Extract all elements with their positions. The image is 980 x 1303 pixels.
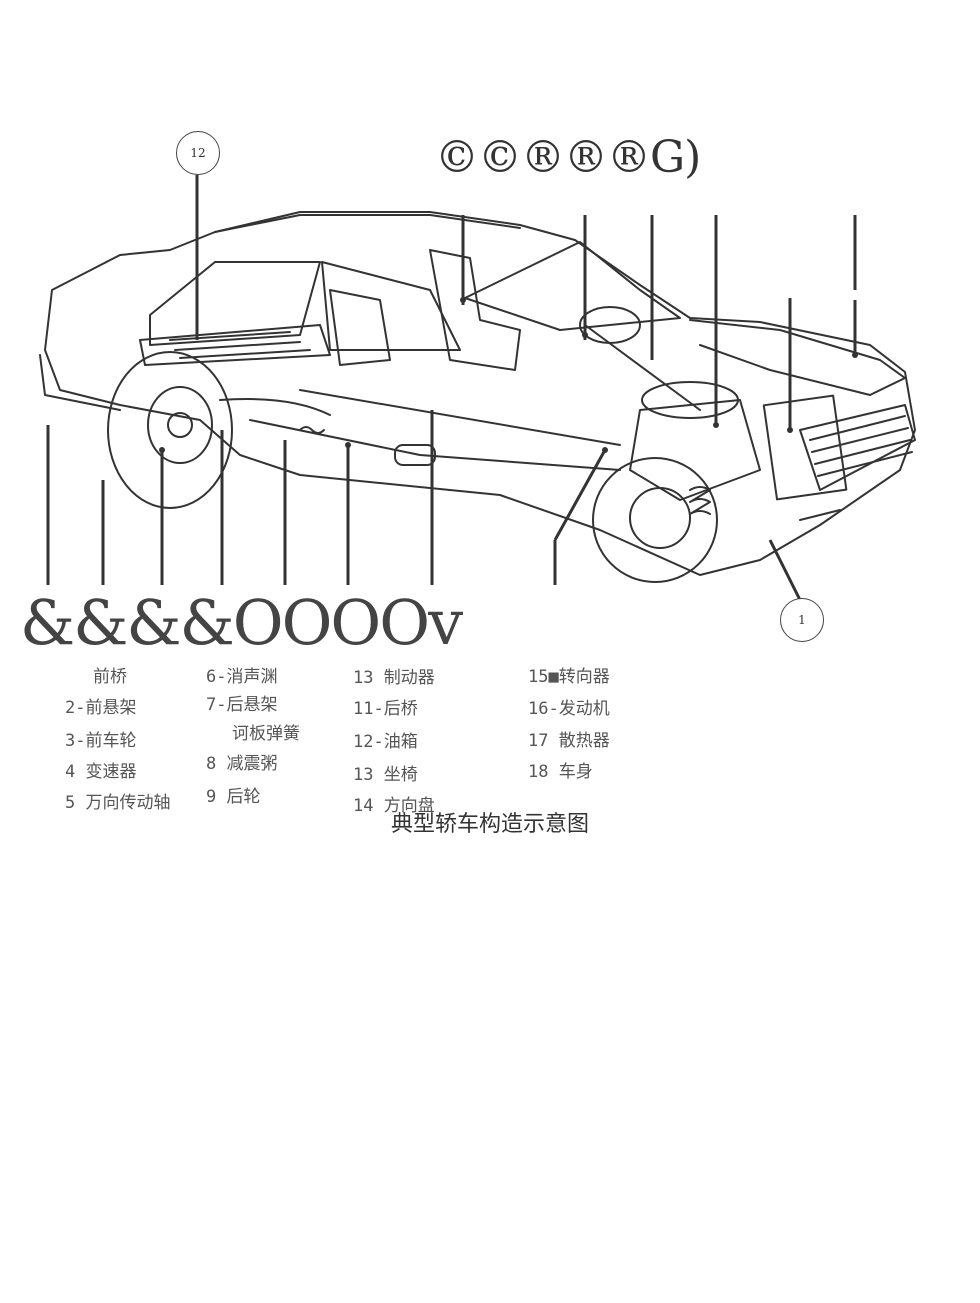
legend-item: 18 车身 — [528, 762, 593, 782]
side-window — [321, 261, 461, 351]
legend-item: 5 万向传动轴 — [65, 793, 171, 813]
coil-spring — [689, 486, 711, 515]
leader-lines — [46, 175, 857, 601]
legend-item: 17 散热器 — [528, 731, 610, 751]
legend-item: 8 减震粥 — [206, 754, 278, 774]
air-filter — [641, 381, 739, 419]
hood — [689, 319, 906, 396]
front-wheel — [592, 457, 718, 583]
rear-wheel — [107, 351, 233, 509]
legend-item: 15■转向器 — [528, 667, 610, 687]
roofline — [214, 214, 521, 233]
drive-shaft — [299, 389, 621, 446]
radiator — [762, 394, 848, 501]
legend-item: 12-油箱 — [353, 732, 418, 752]
legend-item: 3-前车轮 — [65, 731, 137, 751]
legend-item: 2-前悬架 — [65, 698, 137, 718]
legend-item: 11-后桥 — [353, 699, 418, 719]
callout-1: 1 — [780, 598, 824, 642]
leaf-spring — [219, 398, 331, 416]
callout-12-label: 12 — [190, 146, 206, 160]
car-body-outline — [44, 211, 916, 576]
car-line-drawing — [39, 175, 916, 601]
muffler — [394, 444, 436, 466]
parts-legend: 前桥 2-前悬架 3-前车轮 4 变速器 5 万向传动轴 6-消声渊 7-后悬架… — [0, 655, 920, 816]
trunk — [139, 324, 331, 366]
front-seat — [429, 249, 521, 371]
garbled-callout-row-bottom: &&&&OOOOv — [20, 586, 463, 659]
windshield — [464, 241, 681, 331]
legend-item: 14 方向盘 — [353, 796, 435, 816]
legend-item: 13 制动器 — [353, 668, 435, 688]
callout-12: 12 — [176, 131, 220, 175]
grille — [799, 404, 916, 491]
garbled-callout-row-top: ©©®®®G) — [435, 132, 701, 183]
engine — [629, 399, 761, 501]
legend-item: 16-发动机 — [528, 699, 610, 719]
legend-item: 诃板弹簧 — [232, 724, 300, 744]
legend-item: 9 后轮 — [206, 787, 261, 807]
exhaust — [249, 419, 621, 471]
legend-item: 前桥 — [93, 667, 127, 687]
legend-item: 4 变速器 — [65, 762, 137, 782]
callout-1-label: 1 — [798, 613, 806, 627]
legend-item: 7-后悬架 — [206, 695, 278, 715]
legend-item: 6-消声渊 — [206, 667, 278, 687]
rear-seat — [329, 289, 391, 366]
legend-item: 13 坐椅 — [353, 765, 418, 785]
figure-caption: 典型轿车构造示意图 — [390, 812, 589, 837]
car-structure-diagram: 12 1 ©©®®®G) &&&&OOOOv — [0, 0, 920, 660]
